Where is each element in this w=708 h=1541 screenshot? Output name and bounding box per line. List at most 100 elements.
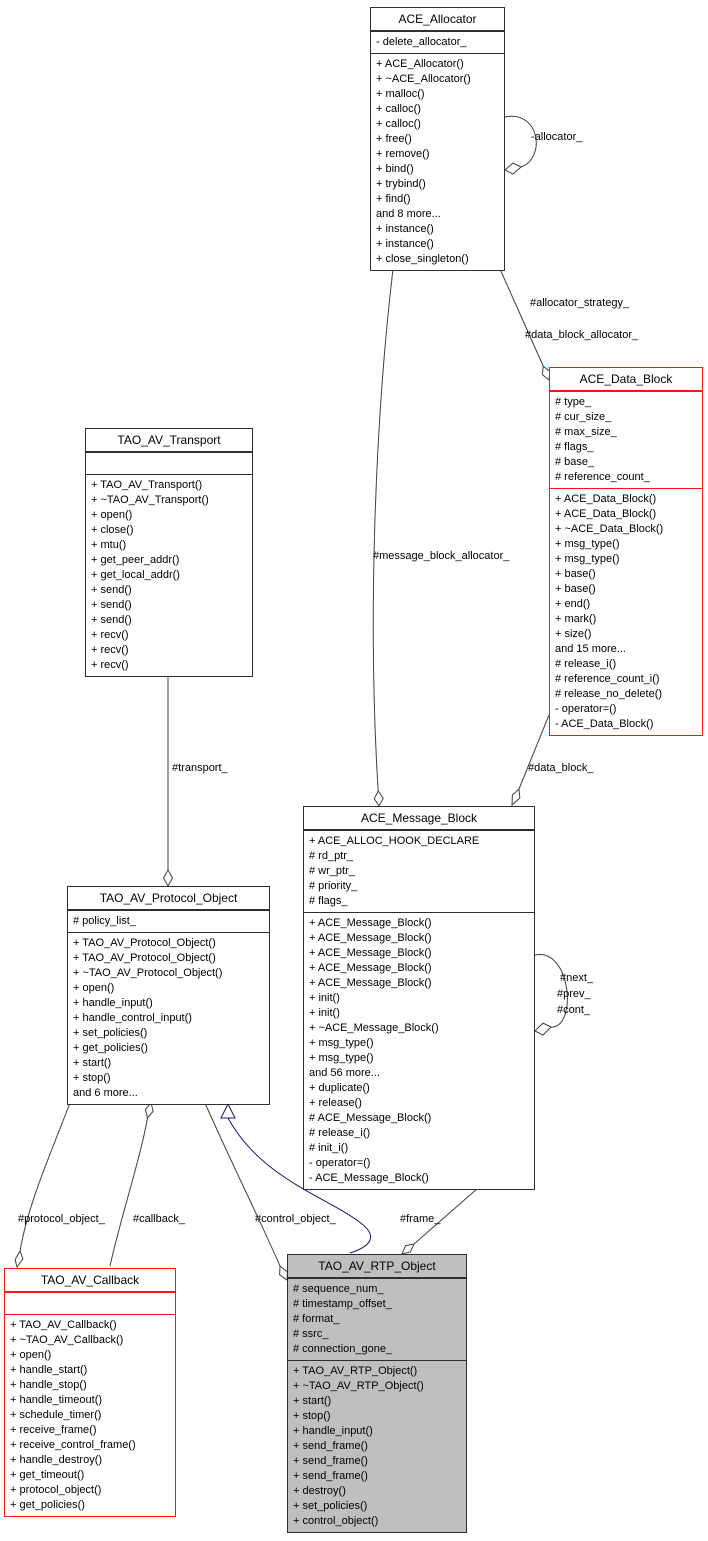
- class-member: + open(): [10, 1349, 52, 1361]
- class-member: + base(): [555, 583, 596, 595]
- class-methods: + ACE_Data_Block()+ ACE_Data_Block()+ ~A…: [550, 489, 702, 735]
- edge-messageblock-rtpobject: [413, 1187, 479, 1245]
- class-member: + TAO_AV_Transport(): [91, 479, 203, 491]
- class-member: # base_: [555, 456, 595, 468]
- class-member: + end(): [555, 598, 591, 610]
- class-member: # release_i(): [555, 658, 617, 670]
- class-member: + get_policies(): [73, 1042, 148, 1054]
- class-member: + get_local_addr(): [91, 569, 180, 581]
- class-member: + close(): [91, 524, 134, 536]
- class-member: + msg_type(): [309, 1037, 374, 1049]
- edge-label-message-block-allocator: #message_block_allocator_: [373, 550, 510, 562]
- class-member: + handle_start(): [10, 1364, 88, 1376]
- class-member: # cur_size_: [555, 411, 612, 423]
- class-member: # wr_ptr_: [309, 865, 355, 877]
- class-member: + size(): [555, 628, 592, 640]
- class-member: + protocol_object(): [10, 1484, 102, 1496]
- edge-allocator-datablock: [499, 268, 544, 367]
- edge-allocator-messageblock: [372, 268, 394, 792]
- edge-messageblock-self: [534, 954, 568, 1028]
- class-member: + remove(): [376, 148, 430, 160]
- edge-label-transport: #transport_: [172, 762, 228, 774]
- class-methods: + TAO_AV_Transport() + ~TAO_AV_Transport(…: [86, 475, 252, 676]
- aggregation-diamond-icon: [162, 868, 174, 888]
- class-methods: + ACE_Allocator()+ ~ACE_Allocator()+ mal…: [371, 54, 504, 270]
- class-member: + close_singleton(): [376, 253, 469, 265]
- class-attributes: [5, 1293, 175, 1315]
- class-tao-av-protocol-object: TAO_AV_Protocol_Object # policy_list_ + …: [67, 886, 270, 1105]
- class-member: + set_policies(): [73, 1027, 148, 1039]
- class-member: + ACE_Message_Block(): [309, 947, 432, 959]
- class-title: TAO_AV_Transport: [86, 429, 252, 453]
- class-member: # policy_list_: [73, 915, 136, 927]
- aggregation-diamond-icon: [144, 1101, 154, 1120]
- aggregation-diamond-icon: [14, 1249, 24, 1269]
- class-methods: + TAO_AV_RTP_Object()+ ~TAO_AV_RTP_Objec…: [288, 1361, 466, 1532]
- class-member: # connection_gone_: [293, 1343, 393, 1355]
- class-member: + ~TAO_AV_Callback(): [10, 1334, 124, 1346]
- class-member: + handle_control_input(): [73, 1012, 192, 1024]
- edge-label-allocator-strategy: #allocator_strategy_: [530, 297, 630, 309]
- class-member: + send(): [91, 599, 132, 611]
- class-member: + start(): [293, 1395, 332, 1407]
- class-member: - delete_allocator_: [376, 36, 467, 48]
- class-tao-av-callback: TAO_AV_Callback + TAO_AV_Callback()+ ~TA…: [4, 1268, 176, 1517]
- class-member: + destroy(): [293, 1485, 346, 1497]
- edge-inheritance-rtpobject-protocolobject: [227, 1117, 372, 1254]
- class-member: + control_object(): [293, 1515, 379, 1527]
- class-ace-data-block: ACE_Data_Block # type_# cur_size_# max_s…: [549, 367, 703, 736]
- class-member: + receive_control_frame(): [10, 1439, 136, 1451]
- class-member: + ACE_Data_Block(): [555, 493, 657, 505]
- class-member: + msg_type(): [555, 538, 620, 550]
- class-member: + receive_frame(): [10, 1424, 97, 1436]
- edge-label-callback: #callback_: [133, 1213, 185, 1225]
- aggregation-diamond-icon: [534, 1022, 552, 1036]
- class-attributes: - delete_allocator_: [371, 32, 504, 54]
- class-member: + handle_destroy(): [10, 1454, 103, 1466]
- class-methods: + ACE_Message_Block()+ ACE_Message_Block…: [304, 913, 534, 1189]
- class-attributes: # type_# cur_size_# max_size_# flags_# b…: [550, 392, 702, 489]
- class-member: + ~TAO_AV_RTP_Object(): [293, 1380, 424, 1392]
- class-title: ACE_Allocator: [371, 8, 504, 32]
- class-member: # priority_: [309, 880, 358, 892]
- class-member: and 15 more...: [555, 643, 626, 655]
- class-ace-message-block: ACE_Message_Block + ACE_ALLOC_HOOK_DECLA…: [303, 806, 535, 1190]
- class-member: + calloc(): [376, 103, 421, 115]
- aggregation-diamond-icon: [511, 787, 521, 807]
- class-member: - ACE_Data_Block(): [555, 718, 654, 730]
- class-ace-allocator: ACE_Allocator - delete_allocator_ + ACE_…: [370, 7, 505, 271]
- class-member: + trybind(): [376, 178, 426, 190]
- class-member: # rd_ptr_: [309, 850, 354, 862]
- class-member: + free(): [376, 133, 412, 145]
- edge-label-frame: #frame_: [400, 1213, 441, 1225]
- class-title: TAO_AV_Protocol_Object: [68, 887, 269, 911]
- class-member: and 8 more...: [376, 208, 441, 220]
- class-member: + TAO_AV_Protocol_Object(): [73, 952, 216, 964]
- class-attributes: # sequence_num_# timestamp_offset_# form…: [288, 1279, 466, 1361]
- class-attributes: # policy_list_: [68, 911, 269, 933]
- class-member: + find(): [376, 193, 411, 205]
- class-title: ACE_Data_Block: [550, 368, 702, 392]
- class-member: - operator=(): [309, 1157, 371, 1169]
- class-member: + duplicate(): [309, 1082, 370, 1094]
- class-member: + send_frame(): [293, 1455, 368, 1467]
- class-member: + TAO_AV_Protocol_Object(): [73, 937, 216, 949]
- class-member: and 56 more...: [309, 1067, 380, 1079]
- edge-label-cont: #cont_: [557, 1004, 591, 1016]
- class-member: + ~TAO_AV_Protocol_Object(): [73, 967, 223, 979]
- class-member: + ~TAO_AV_Transport(): [91, 494, 209, 506]
- class-member: # ACE_Message_Block(): [309, 1112, 432, 1124]
- class-member: # reference_count_i(): [555, 673, 660, 685]
- edge-label-data-block-allocator: #data_block_allocator_: [525, 329, 639, 341]
- class-member: # ssrc_: [293, 1328, 329, 1340]
- class-member: + open(): [91, 509, 133, 521]
- class-tao-av-rtp-object: TAO_AV_RTP_Object # sequence_num_# times…: [287, 1254, 467, 1533]
- edge-callback-protocolobject: [109, 1117, 148, 1267]
- class-member: + TAO_AV_Callback(): [10, 1319, 117, 1331]
- class-member: + start(): [73, 1057, 112, 1069]
- class-member: + ACE_Data_Block(): [555, 508, 657, 520]
- class-member: + send(): [91, 614, 132, 626]
- class-methods: + TAO_AV_Callback() + ~TAO_AV_Callback() +…: [5, 1315, 175, 1516]
- aggregation-diamond-icon: [504, 162, 522, 175]
- class-member: + ~ACE_Allocator(): [376, 73, 471, 85]
